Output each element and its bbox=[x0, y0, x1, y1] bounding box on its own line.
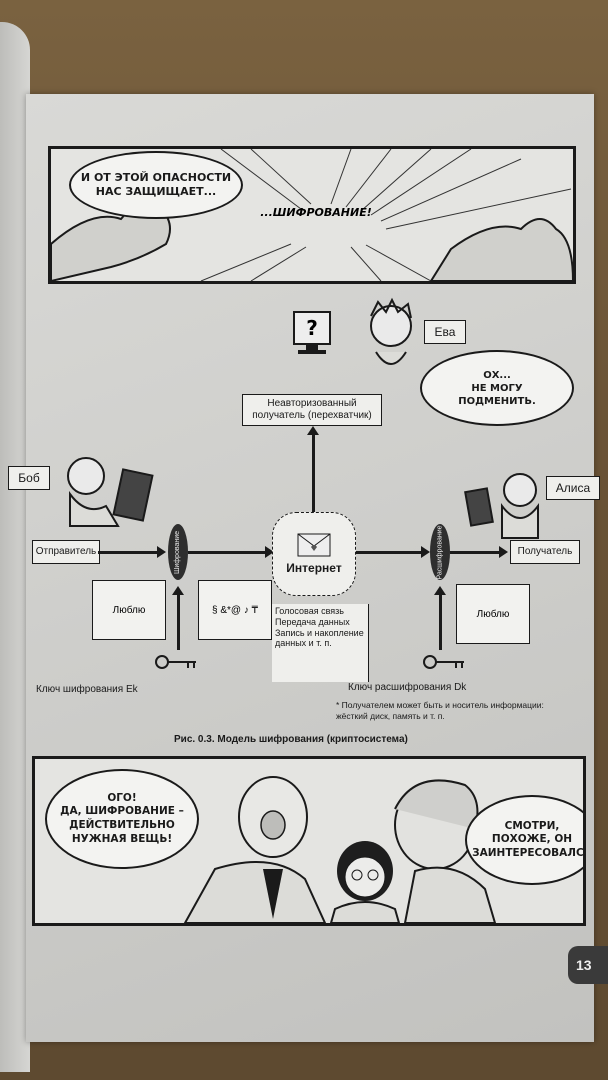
encrypt-key-icon bbox=[154, 654, 198, 675]
encryption-oval[interactable]: Шифрование bbox=[168, 524, 188, 580]
footnote: * Получателем может быть и носитель инфо… bbox=[336, 700, 544, 721]
decryption-oval[interactable]: Расшифрование bbox=[430, 524, 450, 580]
bob-name-box: Боб bbox=[8, 466, 50, 490]
manga-panel-bottom: ОГО! ДА, ШИФРОВАНИЕ – ДЕЙСТВИТЕЛЬНО НУЖН… bbox=[32, 756, 586, 926]
channel-list-box: Голосовая связь Передача данных Запись и… bbox=[272, 604, 369, 682]
page-number-tab: 13 bbox=[568, 946, 608, 984]
ciphertext-document: § &*@ ♪ ₸ bbox=[198, 580, 272, 640]
decrypt-key-arrow bbox=[434, 586, 446, 650]
intercept-arrow bbox=[307, 426, 319, 520]
eve-name-box: Ева bbox=[424, 320, 466, 344]
receiver-box: Получатель bbox=[510, 540, 580, 564]
sender-to-encrypt-arrow bbox=[98, 546, 166, 558]
speech-bubble-left: ОГО! ДА, ШИФРОВАНИЕ – ДЕЙСТВИТЕЛЬНО НУЖН… bbox=[45, 769, 199, 869]
sender-box: Отправитель bbox=[32, 540, 100, 564]
plaintext-document-1: Люблю bbox=[92, 580, 166, 640]
internet-to-decrypt-arrow bbox=[356, 546, 430, 558]
book-page: И ОТ ЭТОЙ ОПАСНОСТИ НАС ЗАЩИЩАЕТ... ...Ш… bbox=[8, 94, 608, 1042]
encrypt-key-arrow bbox=[172, 586, 184, 650]
decrypt-to-receiver-arrow bbox=[450, 546, 508, 558]
eve-speech-bubble: ОХ... НЕ МОГУ ПОДМЕНИТЬ. bbox=[420, 350, 574, 426]
characters-illustration bbox=[183, 776, 497, 923]
speed-lines-illustration bbox=[51, 149, 573, 281]
alice-name-box: Алиса bbox=[546, 476, 600, 500]
bob-character-illustration bbox=[56, 446, 156, 541]
monitor-question-icon: ? bbox=[292, 310, 334, 363]
plaintext-document-2: Люблю bbox=[456, 584, 530, 644]
unauthorized-receiver-box: Неавторизованный получатель (перехватчик… bbox=[242, 394, 382, 426]
speech-bubble-right: СМОТРИ, ПОХОЖЕ, ОН ЗАИНТЕРЕСОВАЛСЯ bbox=[465, 795, 583, 885]
figure-caption: Рис. 0.3. Модель шифрования (криптосисте… bbox=[174, 734, 408, 745]
svg-text:?: ? bbox=[306, 316, 318, 340]
envelope-heart-icon bbox=[297, 533, 331, 557]
encrypt-to-internet-arrow bbox=[188, 546, 274, 558]
eve-character-illustration bbox=[356, 296, 426, 385]
burst-text-encryption: ...ШИФРОВАНИЕ! bbox=[260, 205, 372, 219]
decrypt-key-icon bbox=[422, 654, 466, 675]
previous-page-edge bbox=[0, 22, 30, 1072]
alice-character-illustration bbox=[462, 460, 546, 545]
internet-cloud[interactable]: Интернет bbox=[272, 512, 356, 596]
decrypt-key-label: Ключ расшифрования Dk bbox=[348, 682, 467, 693]
speech-bubble-top: И ОТ ЭТОЙ ОПАСНОСТИ НАС ЗАЩИЩАЕТ... bbox=[69, 151, 243, 219]
manga-panel-top: И ОТ ЭТОЙ ОПАСНОСТИ НАС ЗАЩИЩАЕТ... ...Ш… bbox=[48, 146, 576, 284]
encrypt-key-label: Ключ шифрования Ek bbox=[36, 684, 138, 695]
